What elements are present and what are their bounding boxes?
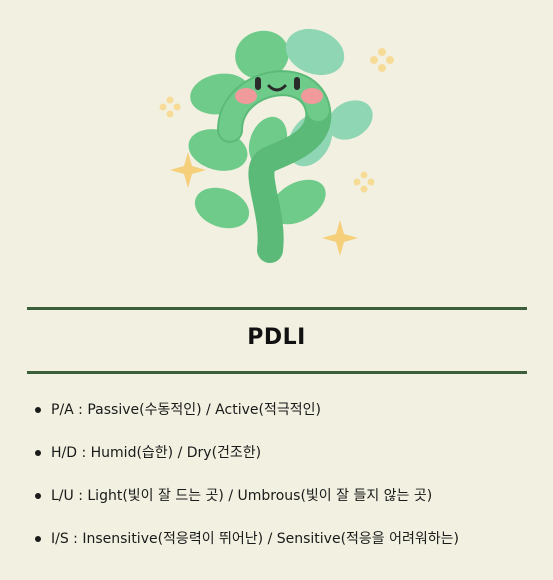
divider-top [27,307,527,310]
list-item-text: L/U : Light(빛이 잘 드는 곳) / Umbrous(빛이 잘 들지… [51,488,433,504]
list-item: H/D : Humid(습한) / Dry(건조한) [0,438,459,481]
list-item: I/S : Insensitive(적응력이 뛰어난) / Sensitive(… [0,524,459,567]
list-item: P/A : Passive(수동적인) / Active(적극적인) [0,395,459,438]
sprout-character-icon [159,28,394,263]
sparkle-icon [170,152,358,256]
list-item-text: H/D : Humid(습한) / Dry(건조한) [51,445,262,461]
small-sparkle-icon [159,48,394,193]
bullet-icon [35,450,41,456]
bullet-icon [35,536,41,542]
list-item: L/U : Light(빛이 잘 드는 곳) / Umbrous(빛이 잘 들지… [0,481,459,524]
list-item-text: P/A : Passive(수동적인) / Active(적극적인) [51,402,321,418]
page-title: PDLI [247,325,306,350]
bullet-icon [35,407,41,413]
list-item-text: I/S : Insensitive(적응력이 뛰어난) / Sensitive(… [51,531,459,547]
pdli-legend-list: P/A : Passive(수동적인) / Active(적극적인) H/D :… [0,395,459,567]
divider-bottom [27,371,527,374]
bullet-icon [35,493,41,499]
